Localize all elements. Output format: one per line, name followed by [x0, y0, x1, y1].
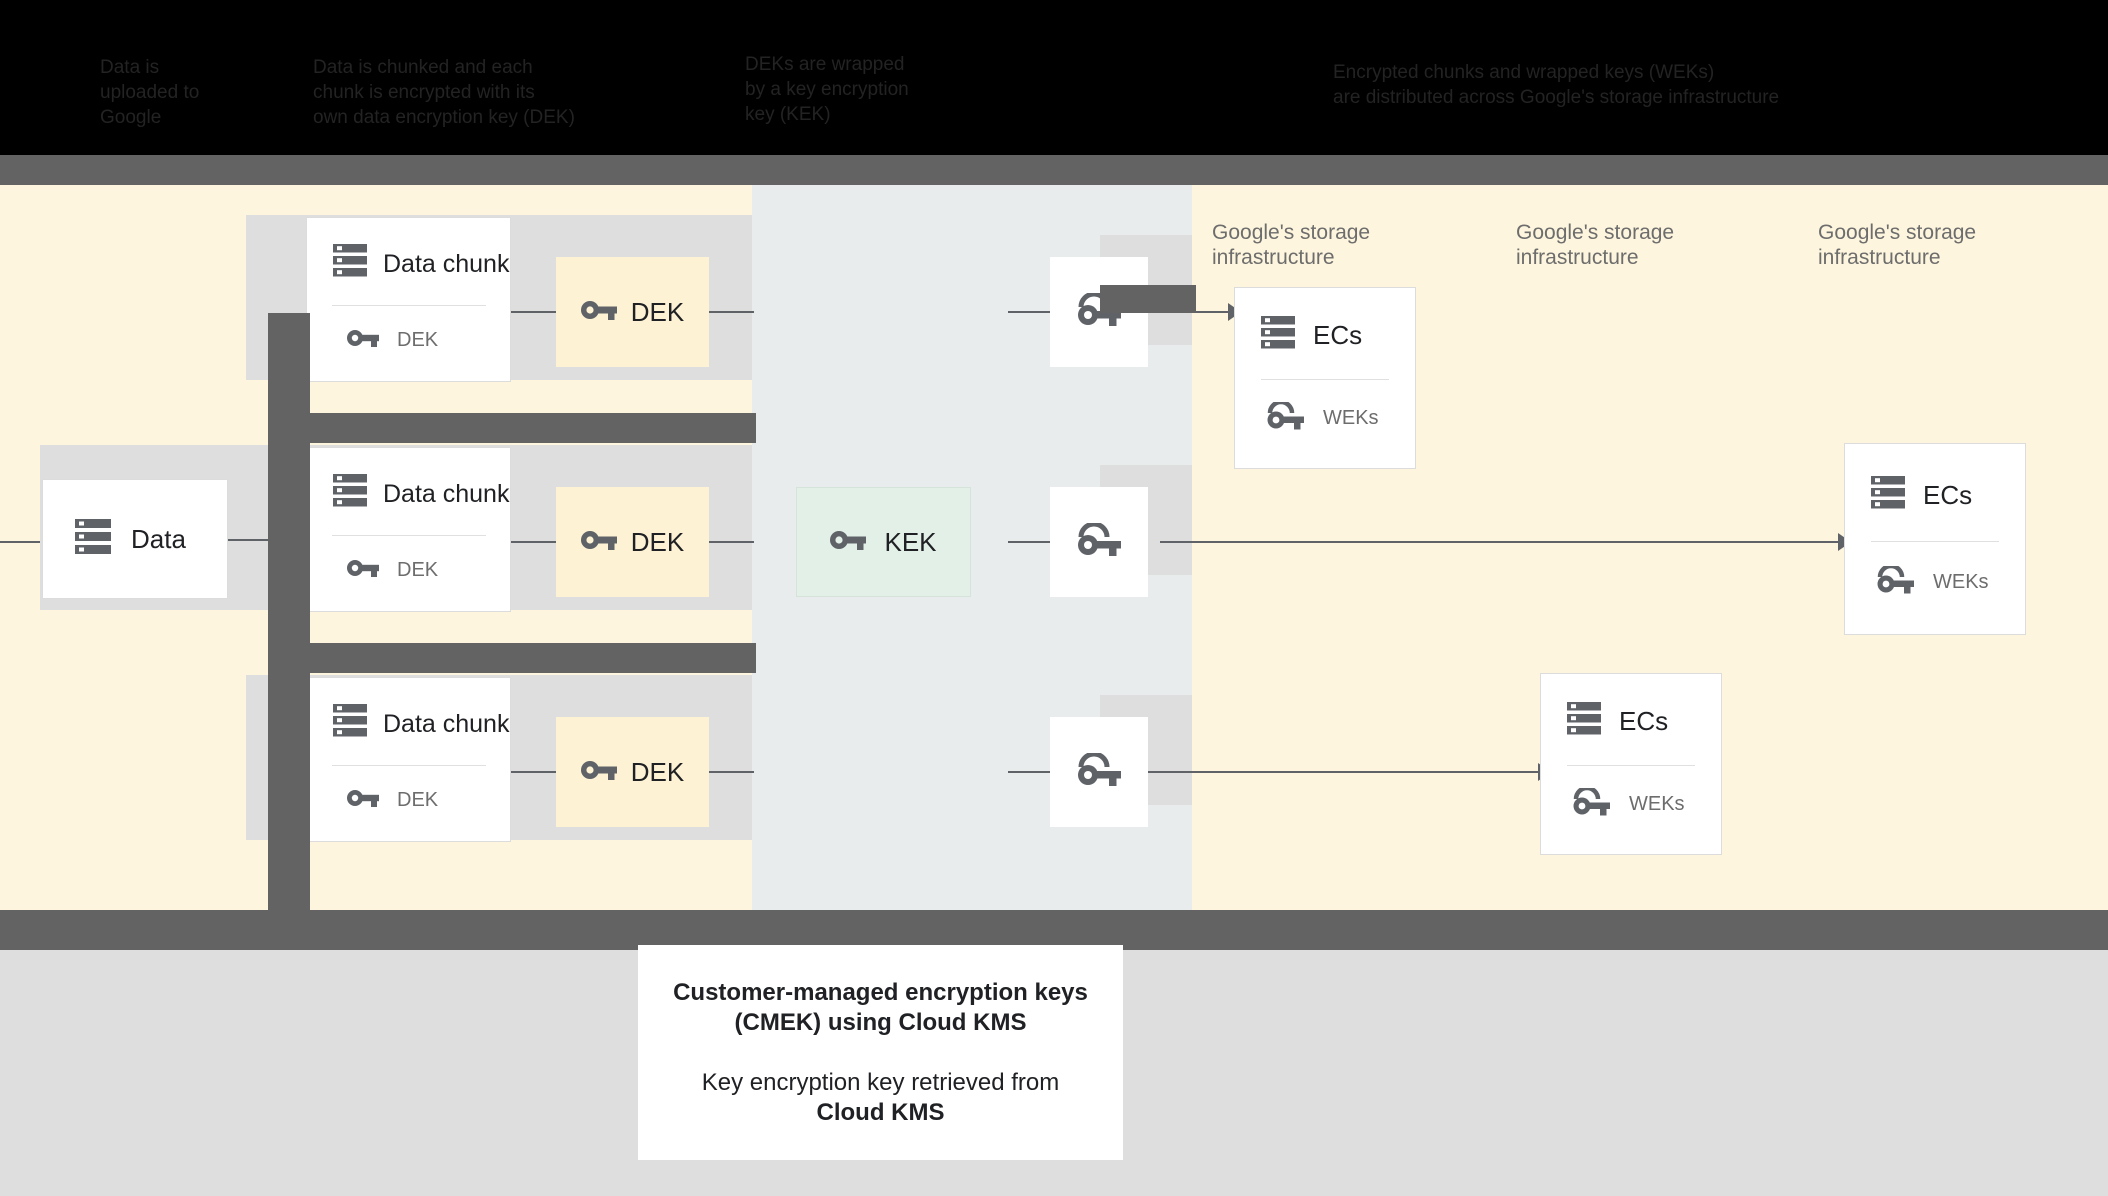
- wrapped-key-icon: [1571, 785, 1611, 821]
- card-divider: [1567, 765, 1695, 766]
- connector-chunk3-to-dek3: [511, 771, 556, 773]
- key-icon: [347, 328, 379, 353]
- data-chunk-key-label-1: DEK: [397, 329, 439, 351]
- connector-wrapped3-to-ecs2: [1100, 771, 1540, 773]
- connector-chunk1-to-dek1: [511, 311, 556, 313]
- data-chunk-card-3[interactable]: Data chunk DEK: [306, 677, 511, 842]
- selection-highlight-row-1: [268, 413, 756, 443]
- ecs-key-label-2: WEKs: [1629, 793, 1685, 815]
- header-divider-band: [0, 155, 2108, 185]
- ecs-title-3: ECs: [1923, 480, 1973, 510]
- data-chunk-key-label-2: DEK: [397, 559, 439, 581]
- storage-icon: [333, 702, 367, 745]
- selection-highlight-arrow: [1100, 285, 1196, 313]
- key-icon: [347, 788, 379, 813]
- connector-dek2-out: [709, 541, 754, 543]
- header-step-1: Data is uploaded to Google: [100, 57, 200, 128]
- header-bar: Data is uploaded to Google Data is chunk…: [0, 0, 2108, 155]
- wrapped-key-card-2[interactable]: [1050, 487, 1148, 597]
- ecs-title-1: ECs: [1313, 320, 1363, 350]
- storage-icon: [333, 242, 367, 285]
- ecs-card-3[interactable]: ECs WEKs: [1844, 443, 2026, 635]
- connector-dek3-out: [709, 771, 754, 773]
- data-node-label: Data: [131, 523, 186, 554]
- connector-to-wrapped-2: [1008, 541, 1050, 543]
- ecs-title-2: ECs: [1619, 706, 1669, 736]
- infra-label-3: Google's storage infrastructure: [1818, 221, 1977, 269]
- ecs-key-label-3: WEKs: [1933, 571, 1989, 593]
- key-icon: [830, 529, 867, 556]
- ecs-card-2[interactable]: ECs WEKs: [1540, 673, 1722, 855]
- data-chunk-card-1[interactable]: Data chunk DEK: [306, 217, 511, 382]
- key-icon: [580, 759, 617, 786]
- dek-box-2[interactable]: DEK: [556, 487, 709, 597]
- caption-title: Customer-managed encryption keys (CMEK) …: [673, 978, 1088, 1036]
- ecs-key-label-1: WEKs: [1323, 407, 1379, 429]
- card-divider: [331, 535, 486, 536]
- wrapped-key-icon: [1875, 563, 1915, 599]
- footer-divider-band: [0, 910, 2108, 950]
- data-chunk-card-2[interactable]: Data chunk DEK: [306, 447, 511, 612]
- storage-icon: [333, 472, 367, 515]
- key-icon: [580, 299, 617, 326]
- data-chunk-label-3: Data chunk: [383, 709, 510, 738]
- selection-highlight-row-2: [268, 643, 756, 673]
- connector-dek1-out: [709, 311, 754, 313]
- key-icon: [580, 529, 617, 556]
- header-step-4: Encrypted chunks and wrapped keys (WEKs)…: [1333, 62, 1780, 108]
- data-node-card[interactable]: Data: [42, 479, 228, 599]
- connector-to-wrapped-3: [1008, 771, 1050, 773]
- key-icon: [347, 558, 379, 583]
- header-step-3: DEKs are wrapped by a key encryption key…: [745, 54, 909, 125]
- data-chunk-label-2: Data chunk: [383, 479, 510, 508]
- caption-subtitle-line-1: Key encryption key retrieved from: [701, 1068, 1060, 1096]
- storage-icon: [1871, 474, 1905, 517]
- data-chunk-key-label-3: DEK: [397, 789, 439, 811]
- ecs-card-1[interactable]: ECs WEKs: [1234, 287, 1416, 469]
- dek-box-label-1: DEK: [630, 296, 685, 327]
- kek-box[interactable]: KEK: [796, 487, 971, 597]
- wrapped-key-icon: [1265, 399, 1305, 435]
- wrapped-key-icon: [1075, 521, 1123, 562]
- card-divider: [331, 305, 486, 306]
- wrapped-key-icon: [1075, 751, 1123, 792]
- storage-icon: [1261, 314, 1295, 357]
- connector-chunk2-to-dek2: [511, 541, 556, 543]
- connector-kek-in: [0, 541, 40, 543]
- card-divider: [1261, 379, 1389, 380]
- data-chunk-label-1: Data chunk: [383, 249, 510, 278]
- caption-subtitle-line-2: Cloud KMS: [816, 1098, 945, 1126]
- dek-box-3[interactable]: DEK: [556, 717, 709, 827]
- header-step-2: Data is chunked and each chunk is encryp…: [313, 57, 575, 128]
- infra-label-2: Google's storage infrastructure: [1516, 221, 1675, 269]
- card-divider: [1871, 541, 1999, 542]
- dek-box-1[interactable]: DEK: [556, 257, 709, 367]
- connector-wrapped2-to-ecs3: [1160, 541, 1840, 543]
- card-divider: [331, 765, 486, 766]
- connector-to-wrapped-1: [1008, 311, 1050, 313]
- dek-box-label-3: DEK: [630, 756, 685, 787]
- wrapped-key-card-3[interactable]: [1050, 717, 1148, 827]
- storage-icon: [75, 517, 111, 562]
- dek-box-label-2: DEK: [630, 526, 685, 557]
- kek-box-label: KEK: [884, 526, 937, 557]
- caption-card: Customer-managed encryption keys (CMEK) …: [638, 945, 1123, 1160]
- selection-highlight-vertical: [268, 313, 310, 953]
- diagram-canvas: Data Data chunk: [0, 185, 2108, 953]
- storage-icon: [1567, 700, 1601, 743]
- infra-label-1: Google's storage infrastructure: [1212, 221, 1371, 269]
